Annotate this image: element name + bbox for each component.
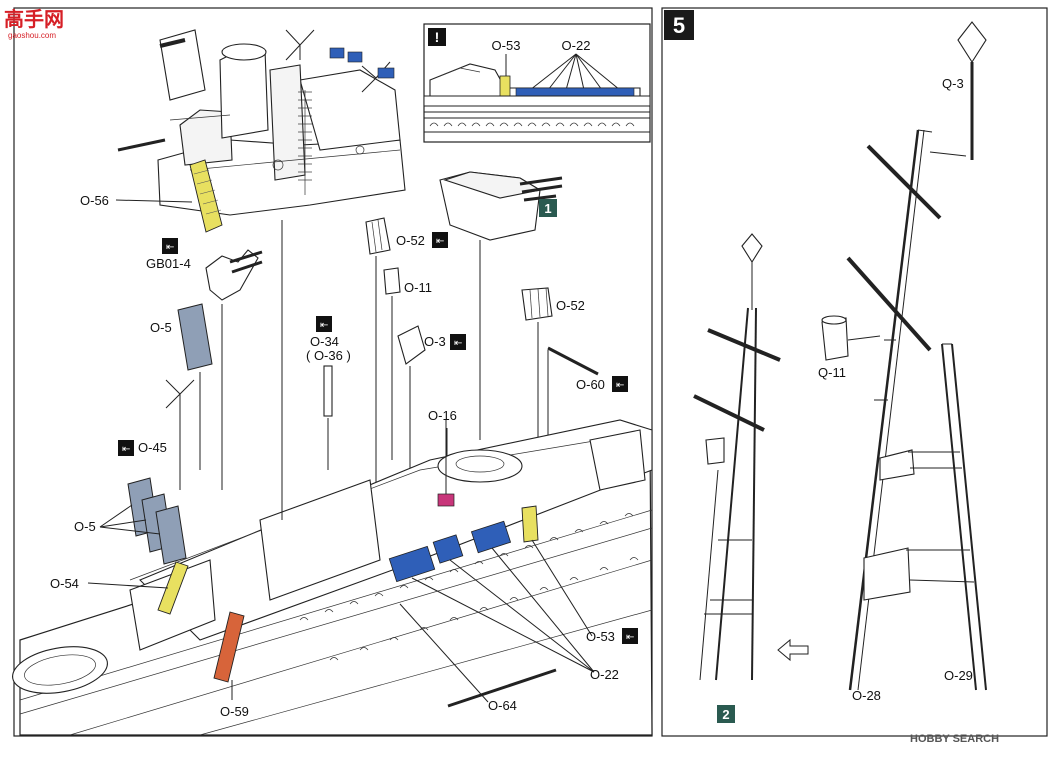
label-q3: Q-3: [942, 76, 964, 91]
svg-text:⇤: ⇤: [626, 632, 634, 643]
right-panel-frame: [661, 7, 1048, 737]
label-o52-b: O-52: [556, 298, 585, 313]
svg-text:1: 1: [544, 201, 551, 216]
hull-deck: [12, 419, 653, 736]
label-o36: ( O-36 ): [306, 348, 351, 363]
logo-text: 高手网: [4, 7, 64, 31]
bridge-superstructure: [117, 29, 406, 233]
label-o59: O-59: [220, 704, 249, 719]
o16-magenta-part: [437, 493, 455, 507]
hobby-search-watermark: HOBBY SEARCH: [910, 733, 999, 745]
main-turret: 1: [439, 171, 563, 440]
label-o34: O-34: [310, 334, 339, 349]
o59-orange-ladder: [213, 611, 245, 683]
label-o28: O-28: [852, 688, 881, 703]
svg-text:HOBBY SEARCH: HOBBY SEARCH: [910, 733, 999, 745]
svg-text:⇤: ⇤: [166, 242, 174, 253]
label-o29: O-29: [944, 668, 973, 683]
o3-sprue-icon: [450, 334, 466, 350]
mast-assembly: Q-3 2 O-28 Q-11: [693, 21, 987, 723]
svg-text:⇤: ⇤: [616, 380, 624, 391]
left-panel-frame: [13, 7, 653, 737]
sub-step-badge-1: [539, 199, 557, 217]
o34-sprue-icon: [316, 316, 332, 332]
label-o5-top: O-5: [150, 320, 172, 335]
svg-text:⇤: ⇤: [320, 320, 328, 331]
sub-step-badge-2: [717, 705, 735, 723]
step-badge: 5: [664, 10, 694, 40]
o53-yellow-part: [521, 505, 539, 543]
svg-text:!: !: [435, 29, 440, 45]
inset-label-o22: O-22: [562, 38, 591, 53]
label-o56: O-56: [80, 193, 109, 208]
o53-sprue-icon: [622, 628, 638, 644]
inset-blue-parts: [515, 87, 635, 97]
inset-detail: ! O-53 O-22: [423, 23, 651, 143]
small-parts: [165, 217, 599, 520]
step-number: 5: [673, 13, 685, 38]
label-o53: O-53: [586, 629, 615, 644]
label-o64: O-64: [488, 698, 517, 713]
inset-label-o53: O-53: [492, 38, 521, 53]
leader-lines: [87, 199, 595, 703]
svg-text:⇤: ⇤: [454, 338, 462, 349]
label-o52-a: O-52: [396, 233, 425, 248]
gb-sprue-icon: [162, 238, 178, 254]
blue-part-small: [329, 47, 345, 59]
o56-yellow-ladder: [189, 159, 223, 233]
label-o45: O-45: [138, 440, 167, 455]
label-gb01-4: GB01-4: [146, 256, 191, 271]
left-arrow-icon: [777, 638, 809, 662]
site-logo: 高手网 gaoshou.com: [4, 7, 64, 40]
deck-portholes: [299, 513, 639, 661]
svg-text:⇤: ⇤: [436, 236, 444, 247]
part-labels: O-56 ⇤ GB01-4 O-5 ⇤ O-45 O-5 O-54 O-59 O…: [50, 193, 638, 719]
o60-sprue-icon: [612, 376, 628, 392]
label-o3: O-3: [424, 334, 446, 349]
label-o11: O-11: [404, 280, 432, 295]
warning-icon: [428, 28, 446, 46]
o54-yellow-ladder: [157, 561, 189, 615]
o5-armor-plate: [177, 303, 213, 371]
cross-mast-part: [285, 29, 315, 61]
o52-sprue-icon: [432, 232, 448, 248]
label-q11: Q-11: [818, 365, 846, 380]
label-o54: O-54: [50, 576, 79, 591]
svg-text:⇤: ⇤: [122, 444, 130, 455]
svg-text:2: 2: [722, 707, 729, 722]
inset-yellow-part: [499, 75, 511, 97]
o45-sprue-icon: [118, 440, 134, 456]
label-o22: O-22: [590, 667, 619, 682]
label-o60: O-60: [576, 377, 605, 392]
logo-subtext: gaoshou.com: [8, 31, 56, 40]
label-o5-left: O-5: [74, 519, 96, 534]
o22-blue-part: [388, 545, 436, 583]
label-o16: O-16: [428, 408, 457, 423]
